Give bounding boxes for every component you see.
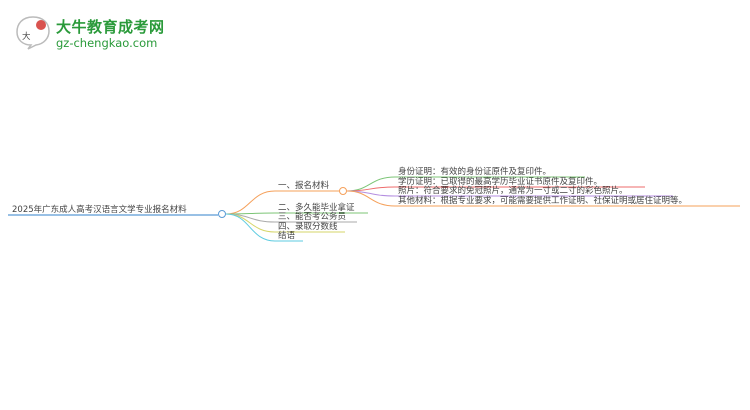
brand-name: 大牛教育成考网: [56, 18, 165, 36]
edge-branch-5: [225, 213, 276, 242]
root-node[interactable]: 2025年广东成人高考汉语言文学专业报名材料: [12, 204, 187, 215]
branch-1[interactable]: 一、报名材料: [278, 180, 330, 191]
branch-1-collapse-toggle[interactable]: [339, 187, 347, 195]
edge-branch-1: [225, 190, 276, 215]
logo-icon: 大: [16, 16, 50, 50]
brand-url: gz-chengkao.com: [56, 36, 158, 50]
branch-4[interactable]: 四、录取分数线: [278, 221, 338, 232]
edge-branch-4: [225, 213, 276, 233]
leaf-1[interactable]: 身份证明：有效的身份证原件及复印件。: [398, 166, 551, 177]
root-collapse-toggle[interactable]: [218, 210, 226, 218]
branch-2[interactable]: 二、多久能毕业拿证: [278, 202, 355, 213]
branch-5[interactable]: 结语: [278, 230, 296, 241]
leaf-2[interactable]: 学历证明：已取得的最高学历毕业证书原件及复印件。: [398, 176, 602, 187]
branch-3[interactable]: 三、能否考公务员: [278, 211, 346, 222]
leaf-4[interactable]: 其他材料：根据专业要求，可能需要提供工作证明、社保证明或居住证明等。: [398, 195, 687, 206]
leaf-3[interactable]: 照片：符合要求的免冠照片，通常为一寸或二寸的彩色照片。: [398, 185, 628, 196]
svg-text:大: 大: [22, 31, 31, 42]
